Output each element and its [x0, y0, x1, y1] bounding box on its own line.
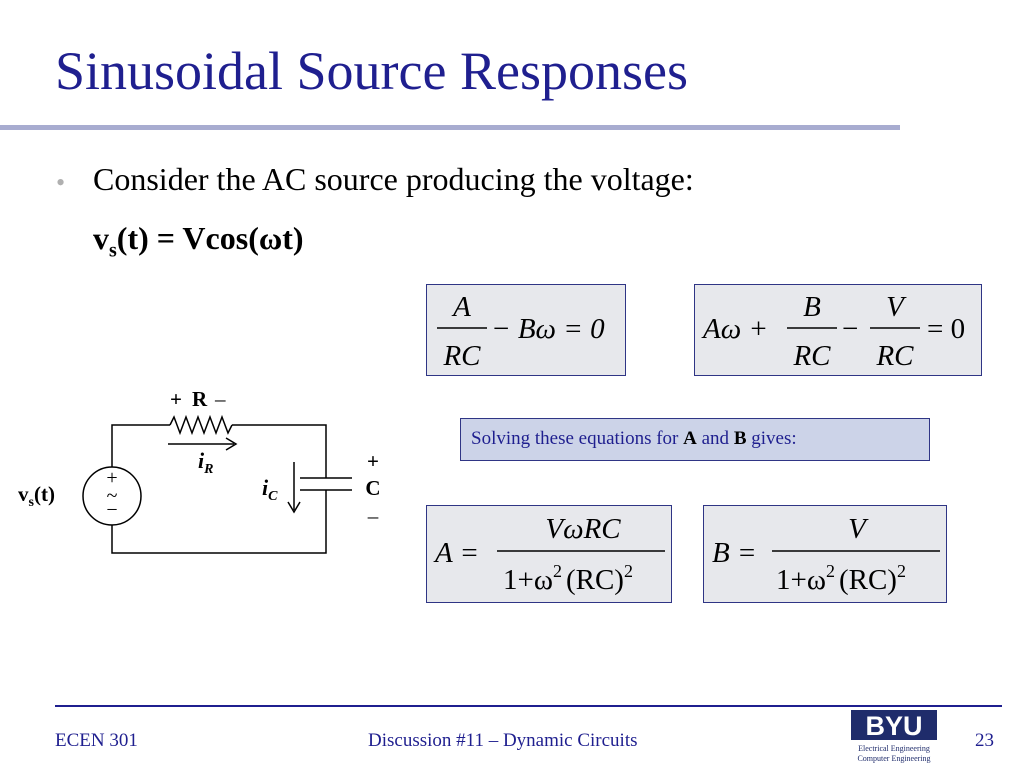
solving-text: Solving these equations for A and B give… — [471, 428, 797, 450]
eq2-denominator-2: RC — [875, 340, 914, 372]
ir-label: iR — [198, 448, 213, 477]
solB-numerator: V — [848, 513, 869, 545]
solving-post: gives: — [746, 428, 797, 449]
equation-box-1: A RC − Bω = 0 — [426, 284, 626, 376]
cap-label: C — [365, 476, 380, 500]
resistor-minus: – — [214, 387, 226, 411]
slide-number: 23 — [975, 730, 994, 751]
svg-text:BYU: BYU — [865, 711, 922, 741]
ic-arrow-head — [287, 501, 301, 514]
solB-den: 1+ω2(RC)2 — [776, 561, 906, 596]
cap-minus: – — [367, 504, 379, 528]
footer-discussion-title: Discussion #11 – Dynamic Circuits — [368, 730, 638, 751]
solA-den: 1+ω2(RC)2 — [503, 561, 633, 596]
rc-circuit-diagram: vs(t) + ~ − + R – iR iC + C – — [18, 387, 381, 554]
solution-b: B = V 1+ω2(RC)2 — [712, 513, 940, 596]
eq2-minus: − — [842, 313, 858, 345]
eq1-rest: − Bω = 0 — [491, 313, 605, 345]
resistor-plus: + — [170, 387, 182, 411]
solving-callout: Solving these equations for A and B give… — [460, 418, 930, 461]
eq1-denominator: RC — [442, 340, 481, 372]
wire-top-left — [111, 424, 170, 467]
source-equation: vs(t) = Vcos(ωt) — [93, 222, 304, 260]
solA-numerator: VωRC — [545, 513, 621, 545]
byu-logo: BYU Electrical Engineering Computer Engi… — [848, 708, 940, 766]
footer-course: ECEN 301 — [55, 730, 138, 751]
eq2-lead: Aω + — [701, 313, 768, 345]
equation-2: Aω + B RC − V RC = 0 — [701, 291, 965, 372]
source-eq-v: v — [93, 220, 109, 256]
ir-arrow-head — [225, 437, 238, 451]
source-plus: + — [106, 467, 117, 489]
wire-bottom — [111, 490, 327, 554]
eq1-numerator: A — [451, 291, 471, 323]
wire-top-right — [232, 424, 327, 478]
solving-and: and — [696, 428, 734, 449]
source-label: vs(t) — [18, 482, 55, 510]
solving-a: A — [683, 428, 697, 449]
svg-text:Electrical Engineering: Electrical Engineering — [858, 744, 930, 753]
solution-box-b: B = V 1+ω2(RC)2 — [703, 505, 947, 603]
source-minus: − — [106, 499, 117, 521]
solution-a: A = VωRC 1+ω2(RC)2 — [433, 513, 665, 596]
solving-pre: Solving these equations for — [471, 428, 684, 449]
source-eq-sub: s — [109, 239, 117, 262]
ic-label: iC — [262, 475, 278, 504]
bullet-text: Consider the AC source producing the vol… — [93, 161, 694, 197]
title-divider — [0, 125, 900, 130]
source-tilde: ~ — [107, 485, 118, 507]
solB-lhs: B = — [712, 537, 757, 569]
eq2-denominator-1: RC — [792, 340, 831, 372]
solving-b: B — [733, 428, 747, 449]
slide-title: Sinusoidal Source Responses — [55, 41, 688, 101]
svg-text:Computer Engineering: Computer Engineering — [857, 754, 930, 763]
eq2-numerator-2: V — [886, 291, 907, 323]
equation-box-2: Aω + B RC − V RC = 0 — [694, 284, 982, 376]
cap-plus: + — [367, 449, 379, 473]
solA-lhs: A = — [433, 537, 479, 569]
resistor-symbol — [169, 414, 233, 436]
ac-source-symbol — [82, 466, 142, 526]
resistor-label: R — [192, 387, 208, 411]
source-eq-rest: (t) = Vcos(ωt) — [116, 220, 304, 256]
solution-box-a: A = VωRC 1+ω2(RC)2 — [426, 505, 672, 603]
eq2-rest: = 0 — [927, 313, 965, 345]
eq2-numerator-1: B — [803, 291, 821, 323]
bullet-marker: • — [56, 168, 66, 197]
equation-1: A RC − Bω = 0 — [437, 291, 605, 372]
footer-divider — [55, 705, 1002, 707]
